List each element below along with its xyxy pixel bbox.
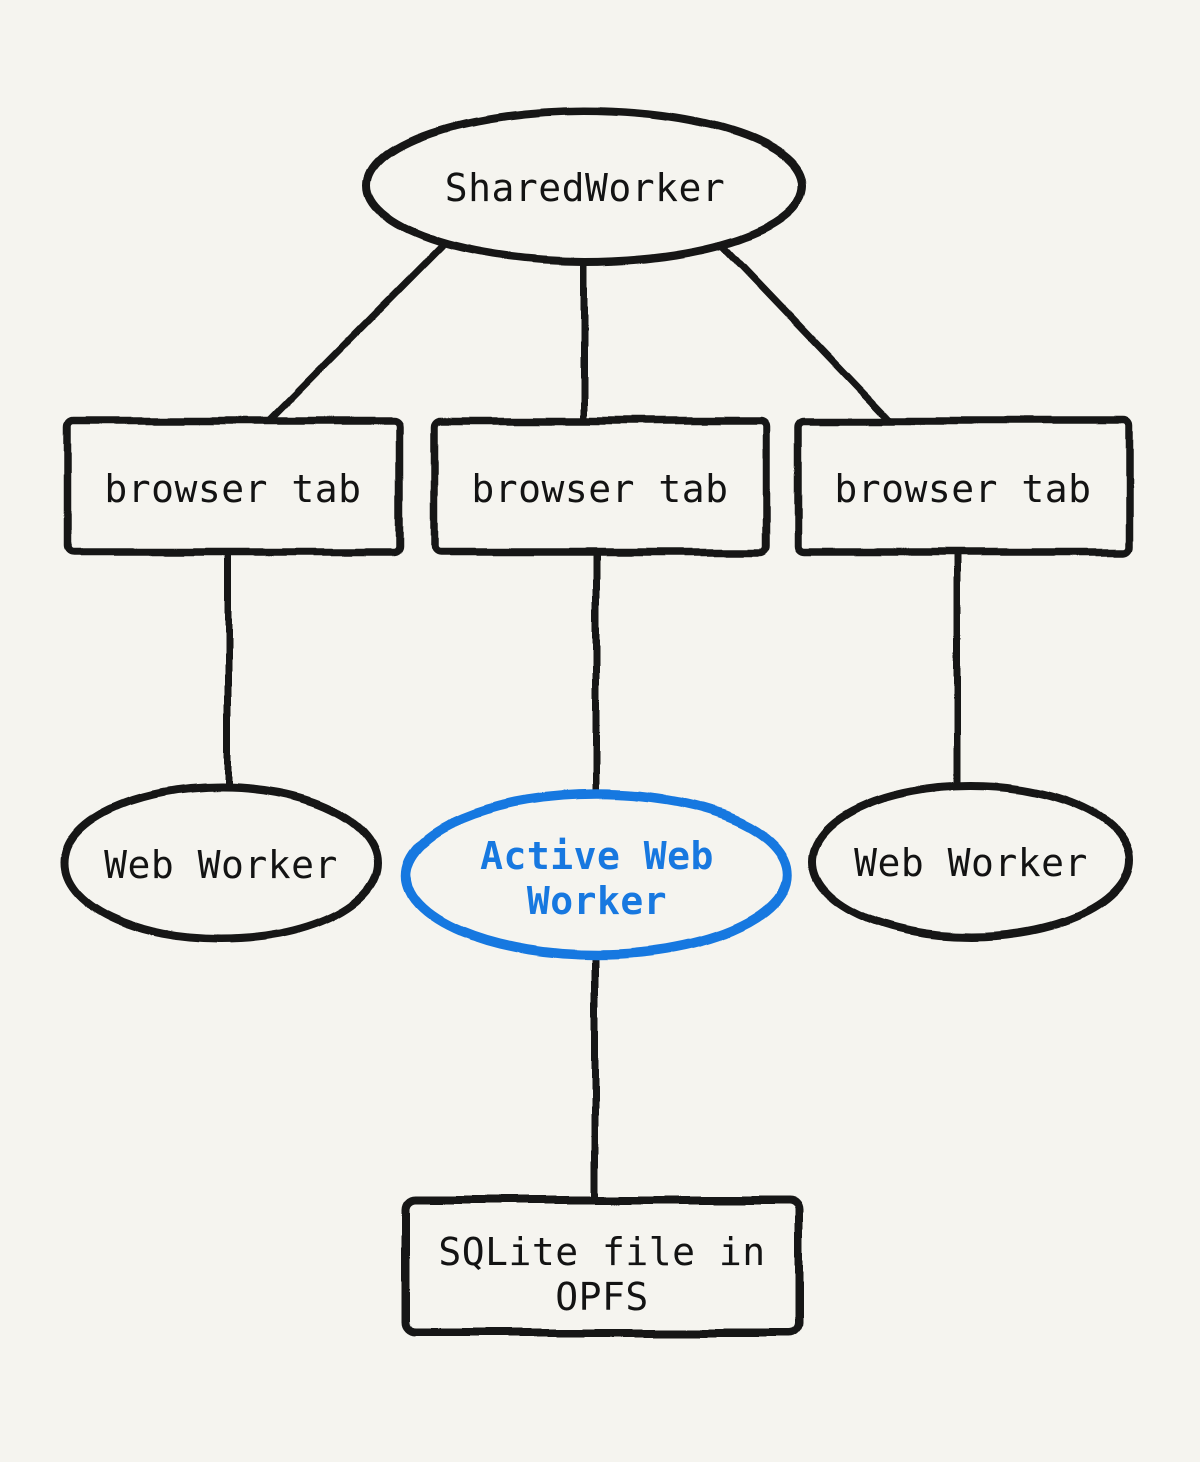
edge-sharedworker-tab-right (712, 234, 910, 441)
shared-worker-node (363, 107, 807, 265)
shapes-layer (60, 107, 1133, 1337)
active-web-worker-label-line2: Worker (527, 879, 667, 923)
browser-tab-left-label: browser tab (104, 467, 361, 511)
edges-layer (224, 234, 962, 1218)
web-worker-right-node (809, 782, 1133, 940)
browser-tab-center-node (430, 417, 770, 556)
browser-tab-right-label: browser tab (834, 467, 1091, 511)
edge-sharedworker-tab-left (249, 234, 454, 441)
labels-layer: SharedWorker browser tab browser tab bro… (104, 166, 1091, 1319)
web-worker-left-node (60, 783, 382, 943)
sqlite-file-label-line2: OPFS (555, 1275, 649, 1319)
sqlite-file-node (401, 1196, 803, 1337)
browser-tab-center-label: browser tab (471, 467, 728, 511)
web-worker-right-label: Web Worker (854, 841, 1088, 885)
shared-worker-label: SharedWorker (445, 166, 726, 210)
sqlite-file-label-line1: SQLite file in (438, 1230, 765, 1274)
web-worker-left-label: Web Worker (104, 843, 338, 887)
active-web-worker-node (401, 790, 793, 960)
browser-tab-right-node (794, 417, 1133, 556)
active-web-worker-label-line1: Active Web (480, 834, 714, 878)
browser-tab-left-node (64, 417, 403, 556)
